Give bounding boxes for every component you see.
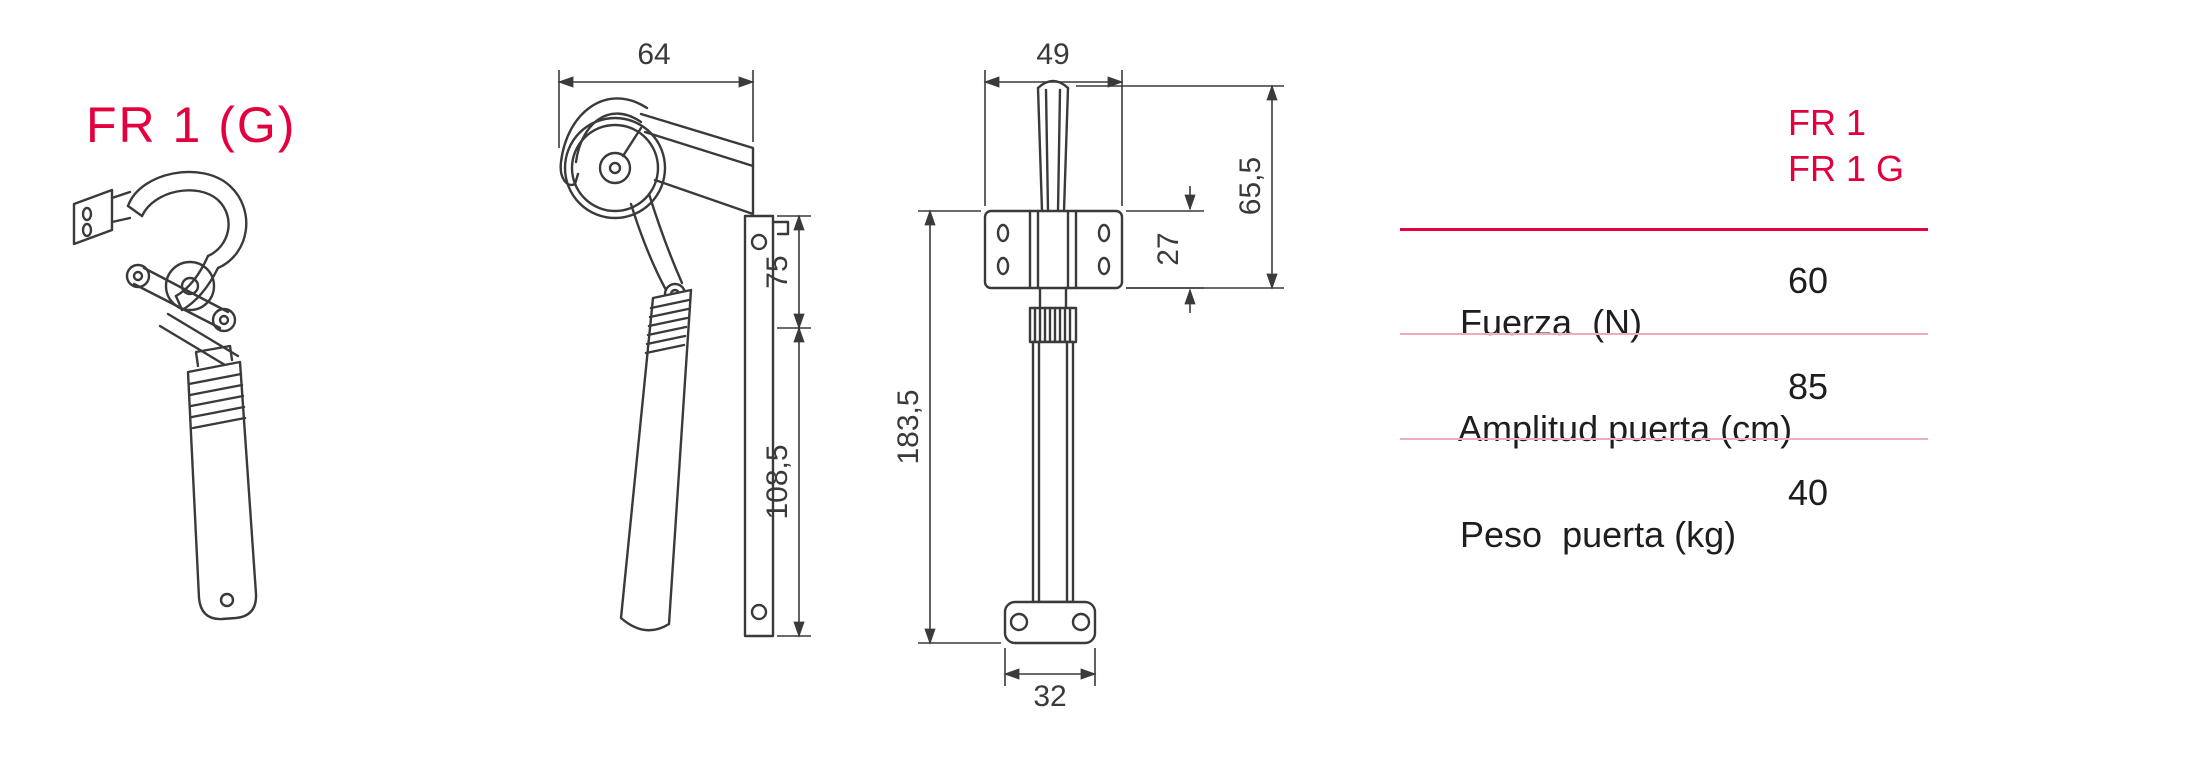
side-view-roller — [563, 116, 667, 220]
table-divider-strong — [1400, 228, 1928, 231]
dimension-height-108-5: 108,5 — [761, 326, 811, 638]
perspective-linkage — [125, 263, 240, 370]
dimension-top-65-5: 65,5 — [1076, 84, 1284, 290]
dimension-height-183-5: 183,5 — [892, 209, 1001, 645]
table-row-fuerza: Fuerza (N) 60 — [1400, 260, 1928, 428]
front-view-tongue — [1036, 79, 1070, 213]
row-value: 85 — [1788, 366, 1829, 407]
dim-label-183-5: 183,5 — [892, 389, 925, 464]
product-title: FR 1 (G) — [86, 97, 297, 153]
front-view-neck — [1038, 286, 1068, 310]
dimension-height-75: 75 — [761, 214, 811, 330]
dim-label-49: 49 — [1036, 38, 1069, 71]
row-value: 60 — [1788, 260, 1829, 301]
front-view-foot — [1003, 600, 1097, 645]
dimension-width-64: 64 — [557, 38, 755, 148]
drawing-perspective-view — [72, 170, 258, 621]
side-view-cylinder-body — [619, 288, 693, 632]
drawing-side-view: 64 75 108,5 — [557, 38, 811, 638]
side-view-hook — [559, 97, 649, 187]
model-name-fr1: FR 1 — [1788, 102, 1867, 143]
front-view-cylinder-body — [1031, 340, 1075, 604]
spec-table-header: FR 1 FR 1 G — [1788, 100, 1904, 192]
perspective-cylinder-body — [186, 344, 258, 621]
perspective-roller — [164, 260, 216, 312]
dim-label-27: 27 — [1152, 232, 1185, 265]
table-row-amplitud: Amplitud puerta (cm) 85 — [1400, 366, 1928, 534]
front-view-adjuster-ring — [1028, 306, 1078, 344]
dimension-width-49: 49 — [983, 38, 1124, 206]
dim-label-32: 32 — [1033, 680, 1066, 711]
dim-label-65-5: 65,5 — [1234, 157, 1267, 215]
spec-table: FR 1 FR 1 G Fuerza (N) 60 Amplitud puert… — [1400, 100, 1928, 560]
dimension-width-32: 32 — [1003, 648, 1097, 711]
front-view-bracket — [983, 209, 1124, 290]
dim-label-75: 75 — [761, 255, 794, 288]
dim-label-64: 64 — [637, 38, 670, 71]
table-divider-light — [1400, 438, 1928, 440]
drawing-front-view: 49 65,5 27 183,5 32 — [892, 38, 1284, 711]
side-view-arm — [621, 112, 755, 216]
row-value: 40 — [1788, 472, 1829, 513]
row-label: Amplitud puerta (cm) — [1458, 408, 1793, 449]
table-divider-light — [1400, 333, 1928, 335]
table-row-peso: Peso puerta (kg) 40 — [1400, 472, 1928, 640]
row-label: Fuerza (N) — [1460, 302, 1643, 343]
model-name-fr1g: FR 1 G — [1788, 148, 1905, 189]
side-view-mounting-plate — [743, 214, 790, 638]
perspective-hook — [126, 170, 248, 312]
perspective-mounting-bracket — [72, 188, 132, 246]
row-label: Peso puerta (kg) — [1460, 514, 1737, 555]
dim-label-108-5: 108,5 — [761, 444, 794, 519]
dimension-bracket-27: 27 — [1126, 186, 1204, 313]
